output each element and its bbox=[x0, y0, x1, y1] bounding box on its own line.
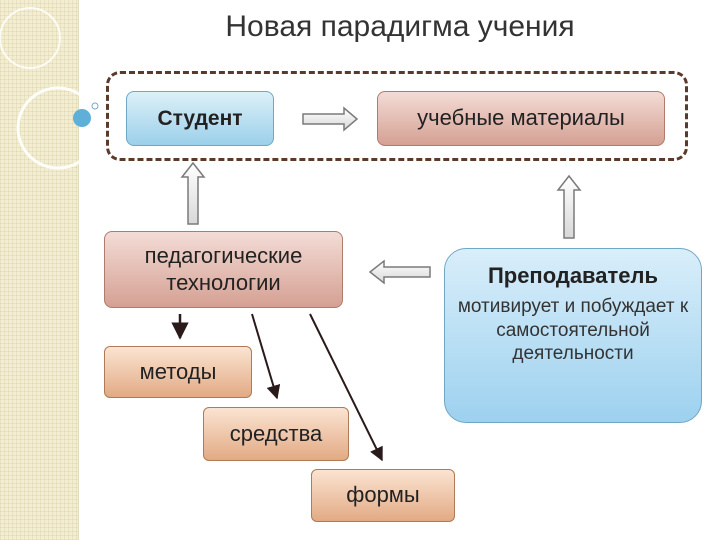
methods-box: методы bbox=[104, 346, 252, 398]
decorative-circles bbox=[0, 7, 100, 170]
forms-box: формы bbox=[311, 469, 455, 522]
blue-dot-icon bbox=[73, 109, 91, 127]
teacher-title: Преподаватель bbox=[487, 263, 659, 288]
materials-box: учебные материалы bbox=[377, 91, 665, 146]
means-box: средства bbox=[203, 407, 349, 461]
arrow-teacher-to-pedtech bbox=[368, 259, 431, 285]
means-label: средства bbox=[229, 420, 323, 446]
arrow-student-to-materials bbox=[302, 106, 359, 132]
arrow-teacher-to-materials bbox=[556, 174, 582, 239]
arrow-pedtech-to-means bbox=[251, 313, 281, 400]
materials-label: учебные материалы bbox=[417, 105, 625, 131]
pedagogical-technologies-box: педагогические технологии bbox=[104, 231, 343, 308]
dashed-group-frame bbox=[106, 71, 688, 161]
student-box: Студент bbox=[126, 91, 274, 146]
teacher-description: мотивирует и побуждает к самостоятельной… bbox=[457, 296, 689, 364]
student-label: Студент bbox=[157, 106, 243, 130]
page-title: Новая парадигма учения bbox=[225, 10, 575, 43]
arrow-pedtech-to-student bbox=[180, 161, 206, 225]
forms-label: формы bbox=[346, 482, 420, 508]
teacher-box: Преподаватель мотивирует и побуждает к с… bbox=[444, 248, 702, 423]
arrow-pedtech-to-forms bbox=[309, 313, 383, 462]
pedagogical-technologies-label: педагогические технологии bbox=[144, 243, 303, 295]
methods-label: методы bbox=[139, 358, 217, 384]
